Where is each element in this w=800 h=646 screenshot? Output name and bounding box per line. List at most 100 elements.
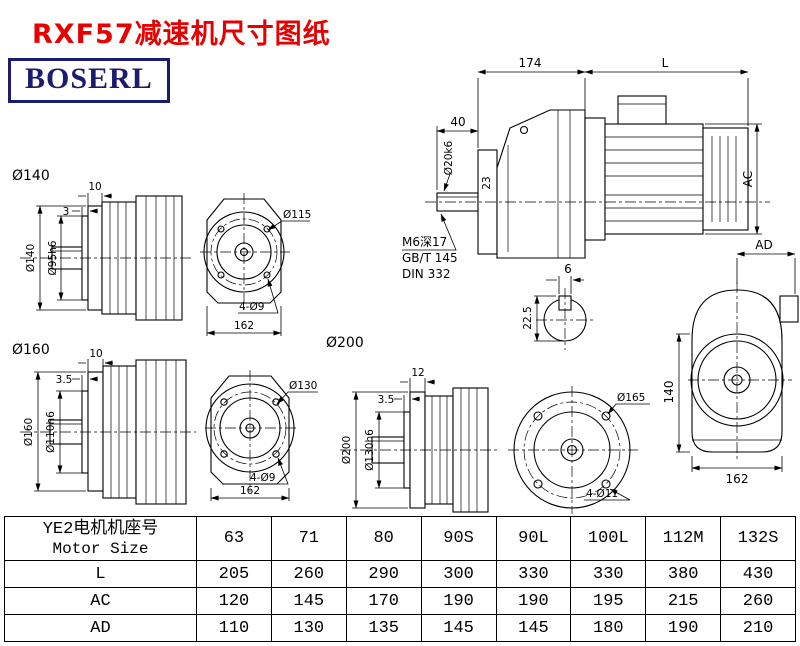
flange-140-views: Ø140 10 3 Ø140 Ø95h6 (12, 168, 311, 336)
value-cell: 290 (345, 560, 422, 588)
f160-dim-162: 162 (240, 485, 260, 497)
f200-front-centerlines (508, 386, 638, 514)
f140-dim-3: 3 (63, 206, 70, 218)
f160-dim-3-5: 3.5 (56, 374, 73, 386)
note-gbt: GB/T 145 (402, 251, 458, 265)
f160-hole (220, 398, 228, 406)
motor-flange (584, 117, 606, 241)
motor-size-header-cn: YE2电机机座号 (42, 519, 159, 539)
f200-ext-d200 (352, 391, 408, 509)
value-cell: 170 (345, 587, 422, 615)
f140-dim-10: 10 (88, 181, 101, 193)
value-cell: 205 (196, 560, 272, 588)
table-row-AD: AD 110 130 135 145 145 180 190 210 (4, 614, 796, 642)
f140-d115-leader (267, 220, 310, 231)
note-leader (402, 213, 457, 251)
housing-lines (507, 110, 571, 258)
dim-40: 40 (450, 115, 465, 129)
f160-dim-d130: Ø130 (289, 380, 317, 392)
f140-dim-162: 162 (234, 320, 254, 332)
f160-dim-d160: Ø160 (23, 418, 35, 446)
f200-d165-leader (607, 403, 650, 415)
value-cell: 145 (420, 614, 497, 642)
value-cell: 260 (720, 587, 796, 615)
value-cell: 330 (495, 560, 572, 588)
value-cell: 430 (720, 560, 796, 588)
shaft-section-detail: 6 22.5 (522, 262, 594, 350)
motor-fins (605, 136, 703, 222)
f140-ext-d140 (36, 205, 86, 311)
f160-flange-plate (87, 371, 104, 492)
value-cell: 260 (270, 560, 347, 588)
value-cell: 195 (570, 587, 647, 615)
f140-hole (217, 271, 225, 279)
rear-centerlines (688, 282, 792, 462)
size-cell: 90S (420, 516, 497, 561)
f140-dim-d95: Ø95h6 (47, 240, 59, 275)
f200-holes-leader (584, 488, 631, 501)
value-cell: 130 (270, 614, 347, 642)
detail-centerlines (536, 288, 594, 350)
value-cell: 110 (196, 614, 272, 642)
f200-dim-12: 12 (411, 367, 424, 379)
f200-dim-d130: Ø130h6 (364, 429, 376, 471)
ext-lines-AD (736, 258, 796, 294)
motor-body (604, 123, 704, 235)
main-side-view: 174 L 40 Ø20k6 23 AC M6深17 GB/T 145 DIN … (402, 56, 770, 281)
f200-dim-d200: Ø200 (341, 436, 353, 464)
dim-174: 174 (519, 56, 542, 70)
f200-dim-3-5: 3.5 (378, 394, 395, 406)
motor-size-table: YE2电机机座号 Motor Size 63 71 80 90S 90L 100… (4, 516, 796, 642)
f160-ext-d160 (34, 371, 86, 492)
size-cell: 71 (270, 516, 347, 561)
value-cell: 120 (196, 587, 272, 615)
note-tapped-hole: M6深17 (402, 235, 447, 249)
f200-hole (533, 411, 543, 421)
f160-hole (272, 450, 280, 458)
dim-162: 162 (726, 472, 749, 486)
f140-hole (217, 225, 225, 233)
motor-size-header-en: Motor Size (52, 539, 149, 558)
f140-holes-leader (238, 278, 279, 314)
technical-drawing: 174 L 40 Ø20k6 23 AC M6深17 GB/T 145 DIN … (12, 56, 799, 514)
note-din: DIN 332 (402, 267, 450, 281)
value-cell: 190 (645, 614, 722, 642)
f200-hole (601, 479, 611, 489)
f160-d130-leader (276, 391, 318, 405)
value-cell: 145 (270, 587, 347, 615)
value-cell: 215 (645, 587, 722, 615)
table-header-row: YE2电机机座号 Motor Size 63 71 80 90S 90L 100… (4, 516, 796, 561)
rear-terminal-box (779, 295, 799, 323)
size-cell: 132S (720, 516, 796, 561)
value-cell: 380 (645, 560, 722, 588)
f160-hole (220, 450, 228, 458)
value-cell: 145 (495, 614, 572, 642)
motor-size-header-cell: YE2电机机座号 Motor Size (4, 516, 197, 561)
f140-hole (263, 271, 271, 279)
row-label: L (4, 560, 197, 588)
dim-22-5: 22.5 (522, 306, 534, 329)
flange-160-views: Ø160 10 3.5 Ø160 Ø110h6 (12, 342, 318, 505)
f160-ext-10 (87, 359, 104, 372)
f140-front-centerlines (200, 193, 290, 310)
dim-23: 23 (481, 176, 493, 189)
f160-dim-d110: Ø110h6 (45, 411, 57, 453)
size-cell: 63 (196, 516, 272, 561)
flange-200-views: Ø200 12 3.5 Ø200 Ø130h6 (326, 335, 650, 514)
row-label: AD (4, 614, 197, 642)
terminal-box (617, 95, 667, 125)
f200-dim-d165: Ø165 (617, 392, 645, 404)
size-cell: 80 (345, 516, 422, 561)
f160-front-centerlines (205, 370, 296, 492)
value-cell: 180 (570, 614, 647, 642)
flange-200-label: Ø200 (326, 335, 364, 351)
value-cell: 190 (420, 587, 497, 615)
size-cell: 90L (495, 516, 572, 561)
flange-160-label: Ø160 (12, 342, 50, 358)
f160-dim-10: 10 (89, 348, 102, 360)
ext-lines-174-L (477, 78, 749, 148)
dim-AC: AC (741, 171, 755, 187)
f140-dim-d140: Ø140 (25, 244, 37, 272)
size-cell: 100L (570, 516, 647, 561)
